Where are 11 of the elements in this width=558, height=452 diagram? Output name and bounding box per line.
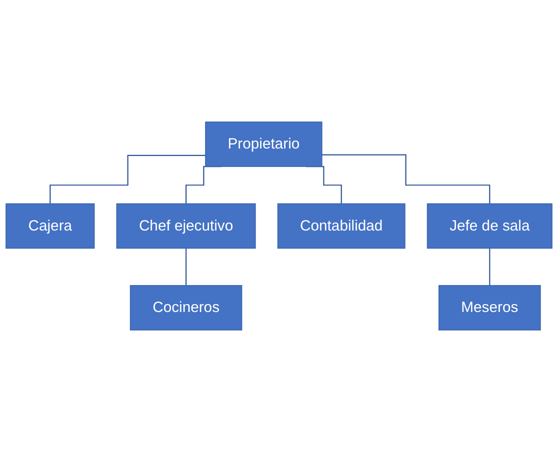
node-box: Cocineros [130,285,242,330]
node-box: Meseros [438,285,541,330]
connector [185,248,187,286]
node-box: Propietario [205,122,322,167]
connector [489,248,490,286]
connector [322,154,490,204]
node-box: Cajera [6,203,95,249]
connector [50,154,206,204]
node-box: Jefe de sala [426,203,552,249]
node-box: Chef ejecutivo [116,203,256,249]
node-box: Contabilidad [277,203,406,249]
